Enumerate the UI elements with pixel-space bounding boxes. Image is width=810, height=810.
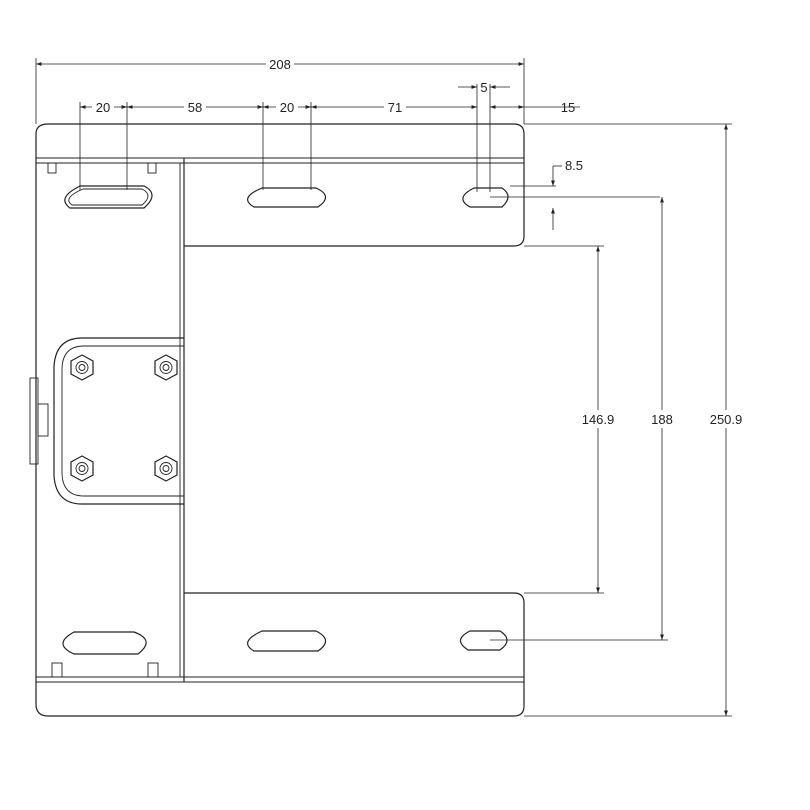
- outer-frame: [35, 123, 525, 717]
- corner-tab-bottom-right: [147, 662, 159, 678]
- bottom-flange-outline: [184, 592, 525, 706]
- dim-overall-width-text: 208: [269, 57, 291, 72]
- slot-top-left: [64, 185, 153, 209]
- dim-gap-right-slot-text: 71: [388, 100, 402, 115]
- dimension-lines: 208 20 58 20 71 5 15: [35, 56, 746, 717]
- dim-overall-height-text: 250.9: [710, 412, 743, 427]
- dim-slot-width-text: 5: [480, 80, 487, 95]
- hex-nut-top-right: [154, 354, 178, 381]
- side-bump-outer: [29, 377, 39, 465]
- dim-slot-offset-text: 8.5: [565, 158, 583, 173]
- hex-nut-top-left: [70, 354, 94, 381]
- slot-bottom-right: [459, 630, 508, 651]
- dim-inner-opening-text: 146.9: [582, 412, 615, 427]
- slot-top-left-inner: [68, 188, 149, 206]
- dim-slot-length-left-text: 20: [96, 100, 110, 115]
- slot-top-right: [462, 187, 509, 208]
- bracket-part: [29, 123, 525, 717]
- top-flange-outline: [48, 123, 525, 247]
- hex-nut-bottom-right: [154, 455, 178, 482]
- mounting-plate-inner: [61, 345, 184, 497]
- corner-tab-bottom-left: [51, 662, 63, 678]
- corner-tab-top-right: [147, 162, 157, 174]
- dim-slot-length-middle-text: 20: [280, 100, 294, 115]
- dim-edge-offset-text: 15: [561, 100, 575, 115]
- slot-bottom-left: [62, 631, 147, 655]
- hex-nut-bottom-left: [70, 455, 94, 482]
- dim-slot-spacing-text: 58: [188, 100, 202, 115]
- slot-bottom-middle: [247, 630, 327, 652]
- corner-tab-top-left: [47, 162, 57, 174]
- slot-top-middle: [247, 187, 327, 208]
- side-bump-inner: [37, 403, 49, 437]
- dim-slot-center-distance-text: 188: [651, 412, 673, 427]
- mounting-plate: [53, 337, 184, 505]
